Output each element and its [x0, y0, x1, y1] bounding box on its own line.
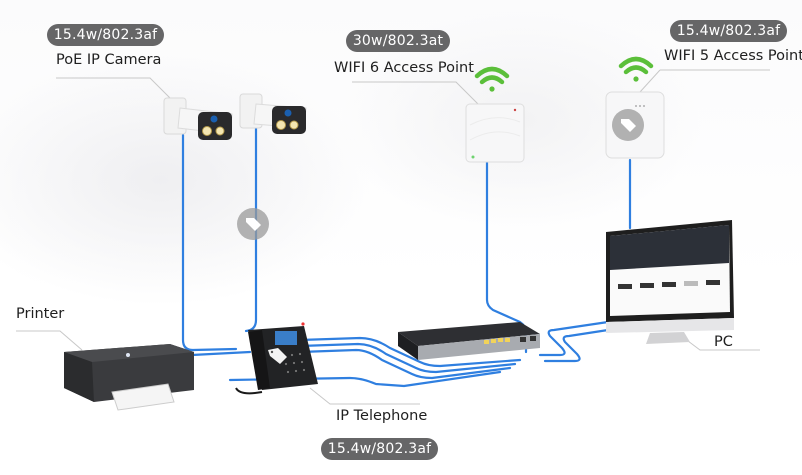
telephone-label: IP Telephone: [336, 408, 428, 424]
printer-label: Printer: [16, 306, 65, 322]
cables: [181, 126, 632, 388]
leader-wifi6: [352, 81, 479, 105]
wifi5-label: WIFI 5 Access Point: [664, 48, 802, 64]
cable-pc-1: [538, 320, 610, 357]
camera-power-badge: 15.4w/802.3af: [47, 24, 164, 46]
cable-camera-1: [181, 133, 238, 352]
telephone-power-badge: 15.4w/802.3af: [321, 438, 438, 460]
cable-bundle-4: [228, 370, 502, 388]
wifi5-power-badge: 15.4w/802.3af: [670, 20, 787, 42]
tag-icon-wifi5: [612, 109, 644, 141]
poe-camera-1: [163, 97, 233, 140]
poe-switch: [398, 322, 540, 360]
pc-label: PC: [714, 334, 733, 350]
wifi6-label: WIFI 6 Access Point: [334, 60, 474, 76]
wifi6-access-point: [465, 103, 525, 163]
leader-printer: [16, 330, 83, 351]
cable-pc-2: [543, 328, 610, 363]
cable-bundle-1: [298, 336, 522, 368]
poe-camera-2: [239, 93, 307, 134]
camera-label: PoE IP Camera: [56, 52, 162, 68]
leader-camera: [56, 77, 173, 101]
wifi-signal-icon-wifi6: [474, 66, 510, 92]
leader-telephone: [309, 387, 420, 405]
tag-icon-camera: [237, 208, 269, 240]
cable-printer: [190, 350, 252, 357]
leader-wifi5: [639, 69, 770, 93]
wifi6-power-badge: 30w/802.3at: [346, 30, 450, 52]
cable-bundle-2: [298, 342, 517, 374]
cable-camera-2: [244, 126, 258, 333]
tag-icon-telephone: [268, 348, 287, 364]
cable-bundle-3: [298, 348, 512, 380]
printer: [64, 344, 194, 411]
pc-monitor: [606, 220, 734, 344]
wifi-signal-icon-wifi5: [618, 56, 654, 82]
